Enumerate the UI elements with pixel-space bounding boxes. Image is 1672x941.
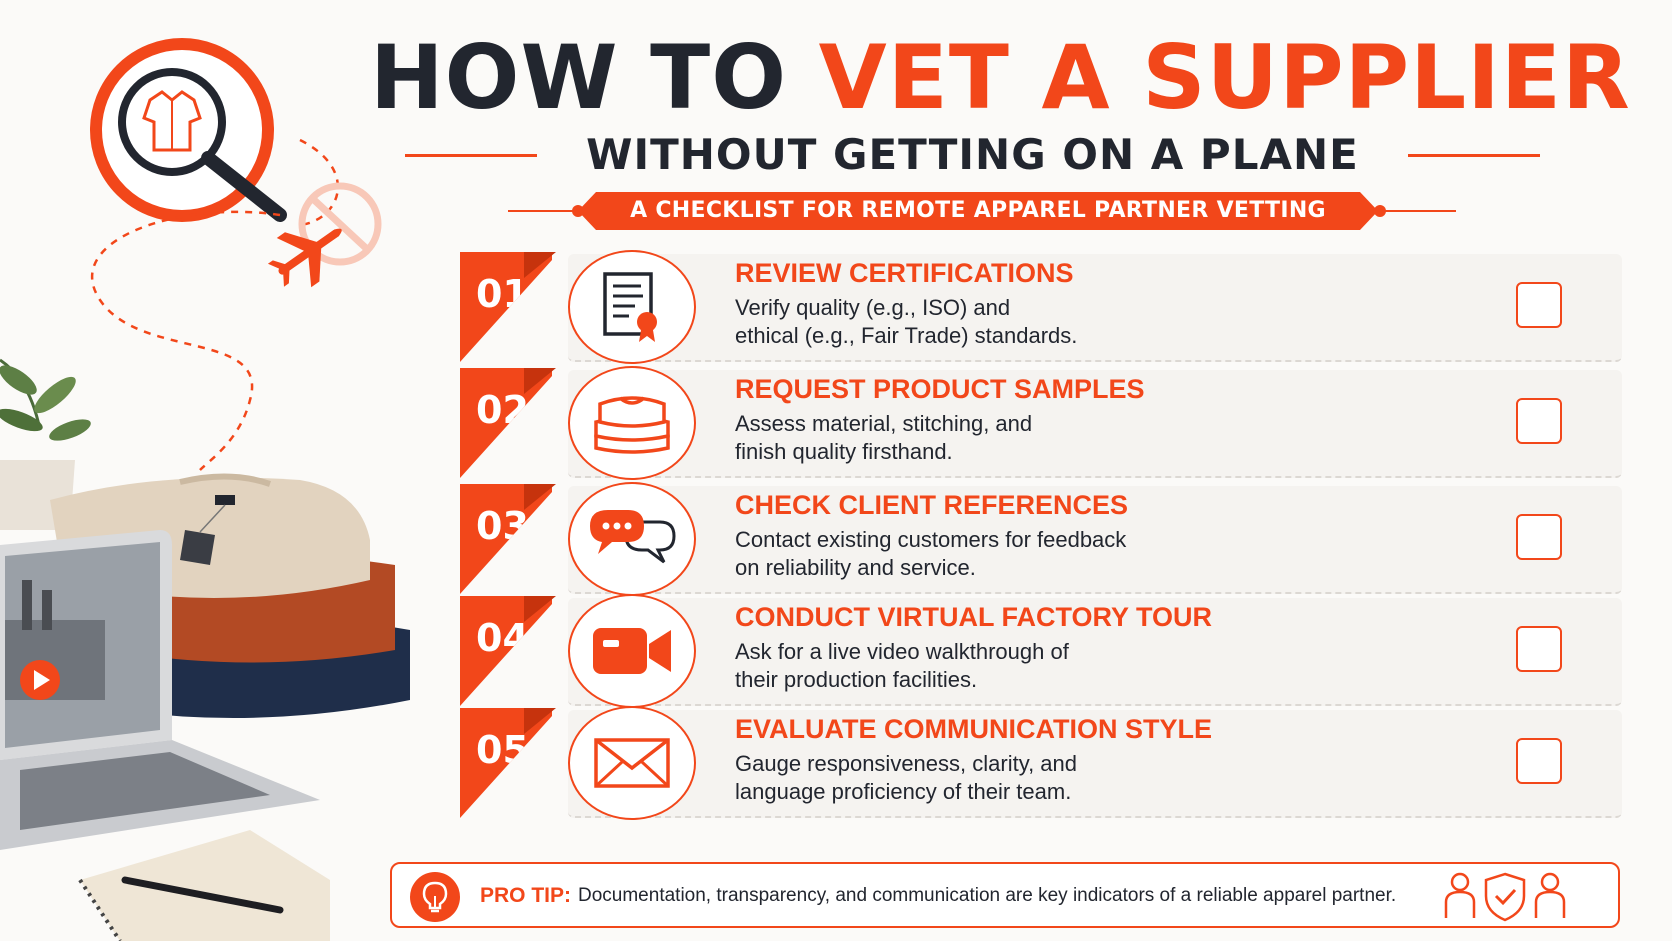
checklist-item: 05 EVALUATE COMMUNICATION STYLE Gauge re…	[460, 706, 1622, 820]
banner: A CHECKLIST FOR REMOTE APPAREL PARTNER V…	[578, 192, 1378, 230]
item-card	[568, 486, 1622, 594]
item-number: 02	[460, 368, 552, 478]
item-number: 05	[460, 708, 552, 818]
item-description-line2: their production facilities.	[735, 667, 978, 692]
item-description: Gauge responsiveness, clarity, and langu…	[735, 750, 1255, 806]
item-title: CONDUCT VIRTUAL FACTORY TOUR	[735, 602, 1213, 632]
item-title: CHECK CLIENT REFERENCES	[735, 490, 1129, 520]
item-description: Assess material, stitching, and finish q…	[735, 410, 1255, 466]
item-description: Verify quality (e.g., ISO) and ethical (…	[735, 294, 1255, 350]
airplane-icon	[267, 228, 342, 288]
checkbox[interactable]	[1516, 626, 1562, 672]
item-description-line1: Assess material, stitching, and	[735, 411, 1033, 436]
item-card	[568, 598, 1622, 706]
chat-bubbles-icon	[568, 482, 696, 596]
banner-dot-right	[1374, 205, 1386, 217]
magnifier-shirt-icon	[90, 38, 287, 222]
notebook-icon	[78, 830, 330, 941]
no-travel-icon	[298, 182, 382, 266]
checkbox[interactable]	[1516, 398, 1562, 444]
pro-tip-text: Documentation, transparency, and communi…	[578, 885, 1397, 906]
certificate-icon	[568, 250, 696, 364]
item-description-line1: Verify quality (e.g., ISO) and	[735, 295, 1011, 320]
item-number: 04	[460, 596, 552, 706]
folded-shirts-icon	[568, 366, 696, 480]
pen-icon	[121, 876, 284, 914]
checklist-item: 02 REQUEST PRODUCT SAMPLES Assess materi…	[460, 366, 1622, 480]
item-description: Contact existing customers for feedback …	[735, 526, 1255, 582]
title-part1: HOW TO	[370, 26, 787, 129]
item-card	[568, 254, 1622, 362]
subtitle-rule-left	[405, 154, 537, 157]
item-title: REQUEST PRODUCT SAMPLES	[735, 374, 1145, 404]
checklist-item: 01 REVIEW CERTIFICATIONS Verify quality …	[460, 250, 1622, 364]
item-description-line1: Contact existing customers for feedback	[735, 527, 1127, 552]
item-card	[568, 370, 1622, 478]
lightbulb-icon	[410, 872, 460, 922]
item-title: REVIEW CERTIFICATIONS	[735, 258, 1074, 288]
item-description-line1: Ask for a live video walkthrough of	[735, 639, 1069, 664]
video-camera-icon	[568, 594, 696, 708]
item-number: 03	[460, 484, 552, 594]
checkbox[interactable]	[1516, 738, 1562, 784]
item-number: 01	[460, 252, 552, 362]
page-title: HOW TO VET A SUPPLIER	[370, 26, 1630, 129]
illustration	[0, 38, 410, 941]
subtitle: WITHOUT GETTING ON A PLANE	[586, 130, 1359, 179]
subtitle-rule-right	[1408, 154, 1540, 157]
checklist-item: 04 CONDUCT VIRTUAL FACTORY TOUR Ask for …	[460, 594, 1622, 708]
item-card	[568, 710, 1622, 818]
checklist-item: 03 CHECK CLIENT REFERENCES Contact exist…	[460, 482, 1622, 596]
title-part2: VET A SUPPLIER	[818, 26, 1631, 129]
envelope-icon	[568, 706, 696, 820]
handshake-shield-icon	[1444, 872, 1566, 922]
laptop-icon	[0, 530, 320, 850]
item-title: EVALUATE COMMUNICATION STYLE	[735, 714, 1212, 744]
pro-tip-label: PRO TIP:	[480, 884, 572, 907]
item-description-line2: ethical (e.g., Fair Trade) standards.	[735, 323, 1078, 348]
item-description-line2: on reliability and service.	[735, 555, 976, 580]
pro-tip-box: PRO TIP: Documentation, transparency, an…	[390, 862, 1620, 928]
banner-rule-right	[1384, 210, 1456, 212]
banner-rule-left	[508, 210, 580, 212]
checkbox[interactable]	[1516, 282, 1562, 328]
subtitle-row: WITHOUT GETTING ON A PLANE	[405, 130, 1540, 180]
item-description: Ask for a live video walkthrough of thei…	[735, 638, 1255, 694]
item-description-line1: Gauge responsiveness, clarity, and	[735, 751, 1077, 776]
item-description-line2: language proficiency of their team.	[735, 779, 1072, 804]
checkbox[interactable]	[1516, 514, 1562, 560]
item-description-line2: finish quality firsthand.	[735, 439, 953, 464]
